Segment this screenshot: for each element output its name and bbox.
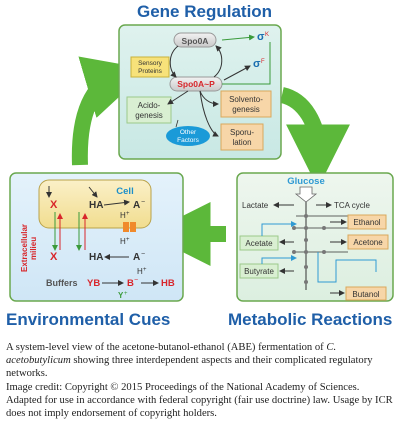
caption-line1: A system-level view of the acetone-butan… [6, 342, 324, 353]
svg-text:−: − [141, 251, 145, 258]
svg-text:σ: σ [253, 58, 261, 70]
svg-text:TCA cycle: TCA cycle [334, 201, 371, 210]
svg-text:Solvento-: Solvento- [229, 95, 263, 104]
environmental-cues-title: Environmental Cues [6, 310, 171, 329]
svg-text:genesis: genesis [135, 111, 163, 120]
svg-text:Sporu-: Sporu- [230, 128, 254, 137]
svg-text:−: − [134, 277, 138, 284]
cell-compartment [38, 179, 152, 229]
ethanol-node [347, 214, 387, 230]
other-factors-node [166, 126, 210, 146]
sporulation-node [220, 123, 264, 151]
caption-line2: showing three interdependent aspects and… [6, 355, 373, 380]
membrane-transporter [123, 222, 129, 232]
svg-text:F: F [261, 59, 265, 65]
svg-text:+: + [124, 291, 128, 297]
acidogenesis-node [126, 96, 172, 124]
cycle-arrows [71, 56, 350, 266]
svg-text:Factors: Factors [177, 137, 199, 144]
caption-organism: C. acetobutylicum [6, 342, 337, 367]
svg-text:lation: lation [232, 138, 251, 147]
svg-text:B: B [127, 278, 134, 289]
svg-text:A: A [133, 200, 140, 211]
svg-text:Extracellular: Extracellular [20, 224, 29, 272]
svg-text:Acetate: Acetate [245, 239, 273, 248]
figure-caption: A system-level view of the acetone-butan… [6, 341, 394, 420]
svg-text:−: − [141, 199, 145, 206]
svg-text:HA: HA [89, 200, 103, 211]
gene-regulation-panel: Spo0A Spo0A~P Sensory Proteins σ K σ F A… [118, 24, 282, 160]
svg-text:H: H [120, 237, 126, 246]
spo0a-node [173, 32, 217, 48]
svg-text:Y: Y [118, 291, 124, 300]
sensory-proteins-node [130, 56, 170, 78]
cycle-arrow-gene-to-metabolic [279, 87, 350, 189]
svg-text:H: H [120, 211, 126, 220]
svg-text:X: X [50, 251, 58, 263]
svg-text:HA: HA [89, 252, 103, 263]
caption-credit: Image credit: Copyright © 2015 Proceedin… [6, 381, 393, 420]
metabolic-reactions-panel: Glucose Lactate TCA cycle Ethanol Aceton… [236, 172, 394, 302]
svg-text:H: H [137, 267, 143, 276]
svg-text:Sensory: Sensory [138, 60, 163, 67]
svg-text:Glucose: Glucose [287, 176, 325, 187]
svg-text:σ: σ [257, 31, 265, 43]
butanol-node [345, 286, 387, 301]
svg-text:YB: YB [87, 278, 100, 289]
svg-text:milieu: milieu [29, 237, 38, 260]
svg-text:+: + [126, 211, 130, 217]
svg-text:Butanol: Butanol [352, 290, 379, 299]
svg-text:Buffers: Buffers [46, 278, 78, 288]
svg-text:K: K [265, 32, 269, 38]
spo0a-p-label: Spo0A~P [177, 79, 215, 89]
svg-text:X: X [50, 199, 58, 211]
metabolic-reactions-title: Metabolic Reactions [228, 310, 393, 329]
acetone-node [347, 234, 389, 250]
svg-text:Other: Other [180, 129, 197, 136]
environmental-cues-panel: Cell Extracellular milieu X X HA A − H +… [9, 172, 184, 302]
svg-text:genesis: genesis [232, 105, 260, 114]
svg-text:+: + [126, 237, 130, 243]
svg-text:Acido-: Acido- [138, 101, 161, 110]
svg-text:HB: HB [161, 278, 175, 289]
gene-regulation-title: Gene Regulation [137, 2, 273, 21]
svg-text:Ethanol: Ethanol [353, 218, 380, 227]
svg-text:Cell: Cell [116, 186, 133, 197]
svg-text:Proteins: Proteins [138, 68, 163, 75]
cycle-arrow-env-to-gene [71, 56, 149, 166]
butyrate-node [239, 263, 279, 279]
svg-text:Lactate: Lactate [242, 201, 269, 210]
solventogenesis-node [220, 90, 272, 118]
svg-text:A: A [133, 252, 140, 263]
svg-text:Acetone: Acetone [353, 238, 383, 247]
svg-text:Butyrate: Butyrate [244, 267, 274, 276]
acetate-node [239, 235, 279, 251]
spo0a-label: Spo0A [182, 36, 209, 46]
svg-text:+: + [143, 267, 147, 273]
